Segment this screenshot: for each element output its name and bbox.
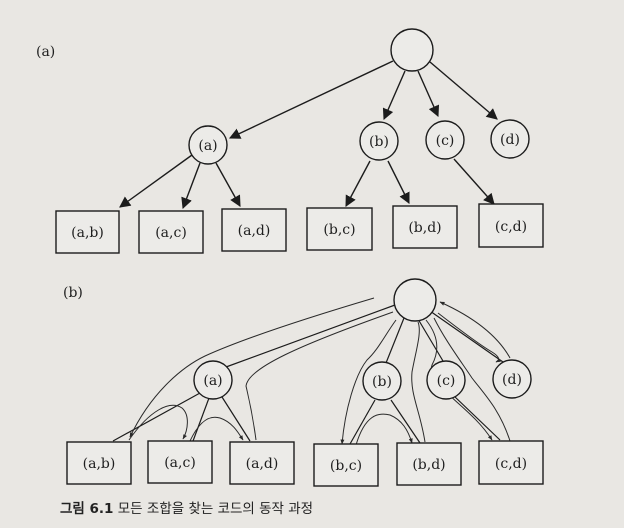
figure-caption: 그림 6.1 모든 조합을 찾는 코드의 동작 과정	[60, 497, 313, 517]
diagram-a-node-d-label: (d)	[500, 132, 520, 148]
diagram-a-label: (a)	[36, 44, 55, 60]
diagram-b-node-d: (d)	[492, 359, 532, 399]
diagram-b-traversal-trace	[128, 297, 511, 446]
diagram-a-node-a: (a)	[188, 125, 228, 165]
diagram-b-node-c-label: (c)	[437, 373, 456, 389]
diagram-b-leaf-bd: (b,d)	[396, 442, 462, 486]
diagram-b-leaf-bc-label: (b,c)	[330, 458, 362, 474]
diagram-a-node-a-label: (a)	[198, 138, 217, 154]
diagram-b-node-b: (b)	[362, 361, 402, 401]
diagram-b-node-d-label: (d)	[502, 372, 522, 388]
diagram-a-leaf-ab-label: (a,b)	[71, 225, 104, 241]
diagram-b-leaf-ad-label: (a,d)	[246, 456, 279, 472]
diagram-b-node-a: (a)	[193, 360, 233, 400]
diagram-b-leaf-cd-label: (c,d)	[495, 456, 527, 472]
diagram-a-leaf-ad-label: (a,d)	[238, 223, 271, 239]
diagram-b-node-c: (c)	[426, 360, 466, 400]
diagram-a-leaf-bc-label: (b,c)	[323, 222, 355, 238]
diagram-a-leaf-cd: (c,d)	[478, 203, 544, 248]
diagram-a-leaf-bc: (b,c)	[306, 207, 373, 251]
diagram-b: (b)	[63, 278, 544, 487]
diagram-a-leaf-bd-label: (b,d)	[408, 220, 441, 236]
diagram-b-leaf-cd: (c,d)	[478, 440, 544, 485]
diagram-a-node-c-label: (c)	[436, 133, 455, 149]
diagram-b-leaf-ac-label: (a,c)	[164, 455, 196, 471]
diagram-b-edges	[112, 304, 504, 445]
diagram-a-leaf-ab: (a,b)	[55, 210, 120, 254]
diagram-a-leaf-ad: (a,d)	[221, 208, 287, 252]
diagram-a-root-node	[390, 28, 434, 72]
diagram-a-node-c: (c)	[425, 120, 465, 160]
diagram-a-leaf-ac-label: (a,c)	[155, 225, 187, 241]
diagram-a-leaf-bd: (b,d)	[392, 205, 458, 249]
diagram-a: (a) (a) (b) (c)	[36, 28, 544, 254]
figure-caption-text: 모든 조합을 찾는 코드의 동작 과정	[117, 501, 314, 517]
diagram-b-root-node	[393, 278, 437, 322]
diagram-a-node-d: (d)	[490, 119, 530, 159]
diagram-b-leaf-bc: (b,c)	[313, 443, 379, 487]
diagram-a-leaf-ac: (a,c)	[138, 210, 204, 254]
diagram-a-edges	[119, 60, 498, 210]
diagram-b-node-b-label: (b)	[372, 374, 392, 390]
diagram-b-leaf-ac: (a,c)	[147, 440, 213, 484]
diagram-b-node-a-label: (a)	[203, 373, 222, 389]
diagram-b-leaf-ad: (a,d)	[229, 441, 295, 485]
figure-number: 그림 6.1	[60, 501, 114, 517]
diagram-b-leaf-ab: (a,b)	[66, 441, 132, 485]
diagram-b-leaf-ab-label: (a,b)	[83, 456, 116, 472]
diagram-b-leaf-bd-label: (b,d)	[412, 457, 445, 473]
diagram-a-node-b: (b)	[359, 121, 399, 161]
diagram-a-node-b-label: (b)	[369, 134, 389, 150]
diagram-a-leaf-cd-label: (c,d)	[495, 219, 527, 235]
diagram-b-label: (b)	[63, 285, 83, 301]
